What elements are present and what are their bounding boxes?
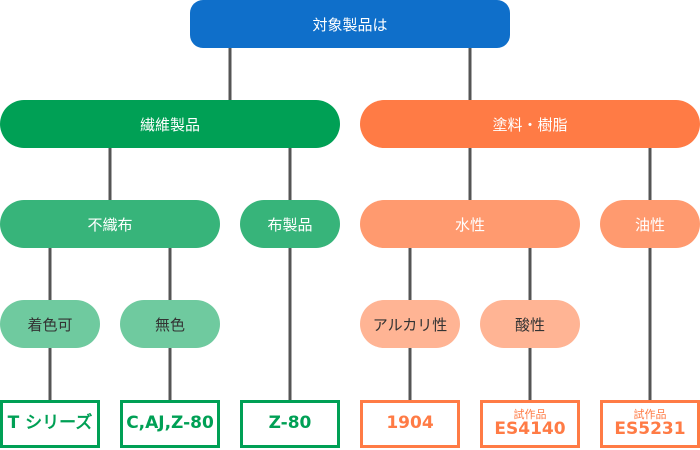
colorless-node: 無色: [120, 300, 220, 348]
product-es5231: 試作品 ES5231: [600, 400, 700, 448]
root-label: 対象製品は: [312, 15, 388, 34]
product-t-series: T シリーズ: [0, 400, 100, 448]
coating-resin-label: 塗料・樹脂: [492, 115, 568, 134]
root-node: 対象製品は: [190, 0, 510, 48]
product-code: 1904: [386, 413, 434, 434]
product-1904: 1904: [360, 400, 460, 448]
prototype-note: 試作品: [633, 408, 667, 422]
product-code: Z-80: [268, 413, 312, 434]
colorable-label: 着色可: [27, 315, 73, 334]
nonwoven-label: 不織布: [87, 215, 133, 234]
water-based-label: 水性: [454, 215, 485, 234]
prototype-note: 試作品: [513, 408, 547, 422]
oil-based-node: 油性: [600, 200, 700, 248]
product-code: ES5231: [614, 418, 686, 439]
colorless-label: 無色: [154, 315, 185, 334]
fiber-products-node: 繊維製品: [0, 100, 340, 148]
colorable-node: 着色可: [0, 300, 100, 348]
cloth-node: 布製品: [240, 200, 340, 248]
oil-based-label: 油性: [634, 215, 665, 234]
product-code: T シリーズ: [7, 413, 93, 434]
acidic-node: 酸性: [480, 300, 580, 348]
water-based-node: 水性: [360, 200, 580, 248]
fiber-products-label: 繊維製品: [139, 115, 200, 134]
product-code: C,AJ,Z-80: [126, 413, 214, 434]
product-c-aj-z80: C,AJ,Z-80: [120, 400, 220, 448]
coating-resin-node: 塗料・樹脂: [360, 100, 700, 148]
nonwoven-node: 不織布: [0, 200, 220, 248]
product-es4140: 試作品 ES4140: [480, 400, 580, 448]
cloth-label: 布製品: [267, 215, 313, 234]
alkaline-label: アルカリ性: [372, 315, 448, 334]
product-z80: Z-80: [240, 400, 340, 448]
alkaline-node: アルカリ性: [360, 300, 460, 348]
acidic-label: 酸性: [514, 315, 545, 334]
product-code: ES4140: [494, 418, 566, 439]
